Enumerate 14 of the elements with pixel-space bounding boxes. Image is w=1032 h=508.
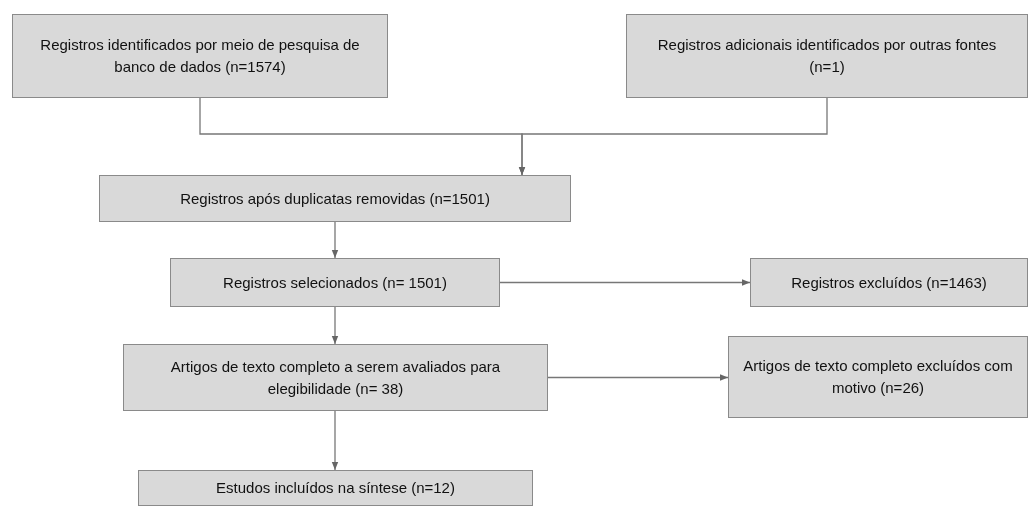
- process-box: Registros selecionados (n= 1501): [170, 258, 500, 307]
- arrow: [499, 279, 751, 286]
- arrow: [331, 306, 339, 345]
- arrow: [518, 97, 828, 176]
- process-box: Registros após duplicatas removidas (n=1501): [99, 175, 571, 222]
- process-box: Registros identificados por meio de pesquisa de banco de dados (n=1574): [12, 14, 388, 98]
- process-box: Registros excluídos (n=1463): [750, 258, 1028, 307]
- process-box: Artigos de texto completo excluídos com motivo (n=26): [728, 336, 1028, 418]
- process-box: Registros adicionais identificados por outras fontes (n=1): [626, 14, 1028, 98]
- arrow: [547, 374, 729, 381]
- arrow: [331, 221, 339, 259]
- process-box: Artigos de texto completo a serem avaliados para elegibilidade (n= 38): [123, 344, 548, 411]
- process-box: Estudos incluídos na síntese (n=12): [138, 470, 533, 506]
- arrow: [331, 410, 339, 471]
